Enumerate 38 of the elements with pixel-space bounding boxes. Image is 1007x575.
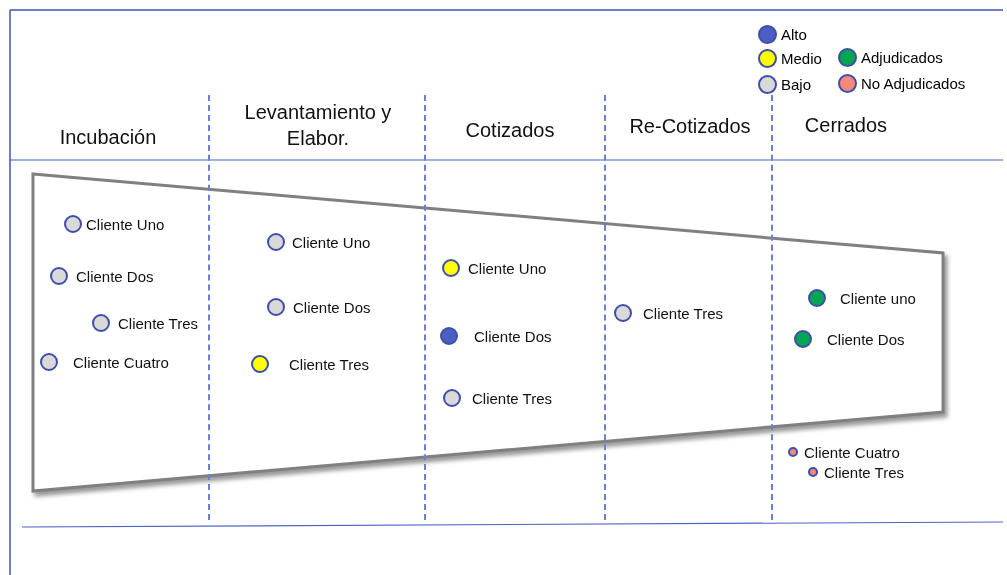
client-name: Cliente Uno bbox=[468, 259, 547, 277]
client-name: Cliente Cuatro bbox=[73, 353, 169, 371]
client-item bbox=[267, 232, 371, 252]
client-item bbox=[50, 266, 154, 286]
client-item bbox=[443, 388, 553, 408]
legend-label: No Adjudicados bbox=[861, 75, 966, 92]
client-name: Cliente Uno bbox=[292, 233, 371, 251]
client-item bbox=[251, 354, 370, 374]
client-name: Cliente Dos bbox=[76, 267, 154, 285]
client-name: Cliente uno bbox=[840, 289, 916, 307]
client-item bbox=[794, 329, 905, 349]
stage-heading: Levantamiento y Elabor. bbox=[243, 100, 393, 151]
legend-label: Alto bbox=[781, 26, 807, 43]
client-item bbox=[267, 297, 371, 317]
stage-heading: Cerrados bbox=[803, 113, 889, 138]
client-name: Cliente Dos bbox=[293, 298, 371, 316]
client-name: Cliente Uno bbox=[86, 215, 165, 233]
stage-heading: Re-Cotizados bbox=[628, 114, 752, 139]
client-name: Cliente Dos bbox=[474, 327, 552, 345]
client-name: Cliente Tres bbox=[824, 463, 905, 481]
client-name: Cliente Cuatro bbox=[804, 443, 900, 461]
stage-heading: Cotizados bbox=[464, 118, 556, 143]
stage-heading: Incubación bbox=[58, 125, 158, 150]
legend-label: Medio bbox=[781, 50, 822, 67]
client-name: Cliente Dos bbox=[827, 330, 905, 348]
client-name: Cliente Tres bbox=[472, 389, 553, 407]
client-name: Cliente Tres bbox=[289, 355, 370, 373]
client-item bbox=[40, 352, 169, 372]
client-name: Cliente Tres bbox=[118, 314, 199, 332]
client-item bbox=[64, 214, 165, 234]
client-item bbox=[92, 313, 199, 333]
client-item bbox=[808, 288, 916, 308]
legend-label: Adjudicados bbox=[861, 49, 943, 66]
client-name: Cliente Tres bbox=[643, 304, 724, 322]
client-item bbox=[442, 258, 547, 278]
client-item bbox=[440, 326, 552, 346]
client-item bbox=[614, 303, 724, 323]
legend-label: Bajo bbox=[781, 76, 812, 93]
